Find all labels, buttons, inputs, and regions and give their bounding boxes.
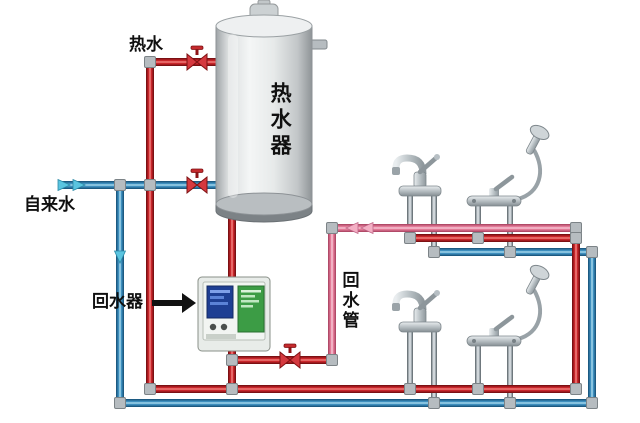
controller-button (209, 323, 217, 331)
return-device-label: 回水器 (92, 292, 143, 312)
shower-mixer-upper (467, 122, 551, 206)
screen-line (210, 290, 230, 293)
tank-side-fitting (309, 39, 328, 50)
screen-line (210, 302, 228, 305)
hot-water-label: 热水 (129, 35, 163, 55)
return-water-pipes (332, 228, 576, 360)
tank-highlight (228, 34, 238, 198)
controller-board (237, 285, 265, 333)
return-device-arrow (152, 293, 196, 313)
tank-body (215, 25, 313, 205)
screen-line (210, 296, 224, 299)
shower-mixer-lower (467, 262, 551, 346)
recirculation-controller (197, 276, 271, 352)
board-mark (241, 305, 253, 308)
water-heater-label: 热水器 (268, 82, 293, 160)
tank-top-cap (215, 14, 313, 38)
tap-water-label: 自来水 (24, 195, 75, 215)
board-mark (241, 290, 261, 293)
return-pipe-label: 回水管 (338, 271, 359, 331)
basin-faucet-lower (392, 290, 441, 332)
basin-faucet-upper (392, 154, 441, 196)
water-heater-tank (215, 0, 328, 223)
board-mark (241, 300, 259, 303)
controller-label-strip (206, 334, 236, 339)
tank-bottom-cap (215, 192, 313, 216)
board-mark (241, 295, 255, 298)
controller-button (220, 323, 228, 331)
